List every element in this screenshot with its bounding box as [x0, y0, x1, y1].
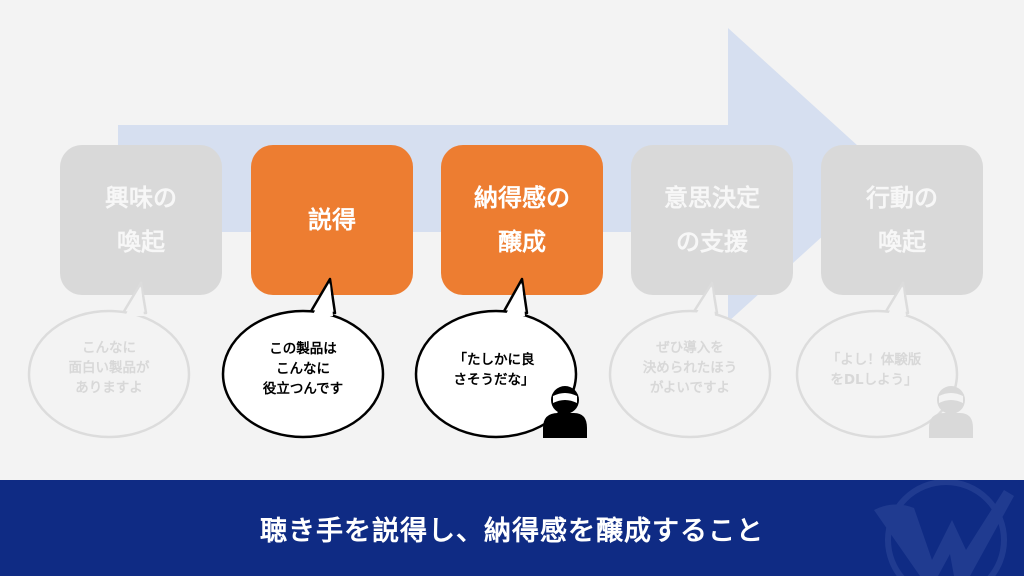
speech-bubble-3 [414, 277, 578, 439]
step-label: 意思決定 の支援 [664, 184, 760, 256]
step-label: 説得 [308, 206, 356, 234]
bubble-text: ぜひ導入を 決められたほう がよいですよ [642, 340, 738, 396]
step-interest: 興味の 喚起 [60, 145, 222, 295]
step-conviction: 納得感の 醸成 [441, 145, 603, 295]
speech-bubble-4 [608, 281, 772, 439]
bubble-text: こんなに 面白い製品が ありますよ [68, 340, 150, 396]
step-decision: 意思決定 の支援 [631, 145, 793, 295]
step-label: 行動の 喚起 [866, 184, 938, 256]
speech-bubble-5 [795, 281, 959, 439]
bubble-text: 「たしかに良 さそうだな」 [453, 352, 535, 388]
bubble-text: この製品は こんなに 役立つんです [262, 341, 344, 397]
footer-bar: 聴き手を説得し、納得感を醸成すること [0, 480, 1024, 576]
footer-message: 聴き手を説得し、納得感を醸成すること [260, 515, 764, 547]
speech-bubble-1 [27, 281, 191, 439]
step-persuasion: 説得 [251, 145, 413, 295]
user-icon [929, 386, 973, 438]
speech-bubble-2 [221, 277, 385, 439]
step-label: 興味の 喚起 [105, 184, 177, 256]
step-label: 納得感の 醸成 [474, 184, 570, 256]
user-icon [543, 386, 587, 438]
logo-watermark-icon [874, 480, 1014, 576]
bubble-text: 「よし！体験版 をDLしよう」 [826, 352, 922, 388]
step-action: 行動の 喚起 [821, 145, 983, 295]
